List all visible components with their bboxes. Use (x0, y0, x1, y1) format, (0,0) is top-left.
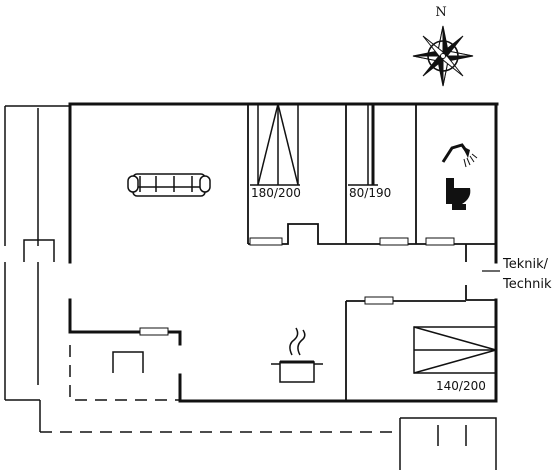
shower-icon (441, 143, 478, 168)
bed-icon (413, 326, 497, 374)
technical-room-label-line2: Technik (502, 277, 552, 292)
bed-icon (250, 103, 300, 186)
terrace-outline (40, 345, 400, 433)
bed-size-label-3: 140/200 (436, 379, 486, 393)
compass-rose-icon: N (412, 5, 474, 87)
bed-size-label-1: 180/200 (251, 186, 301, 200)
chair-icon (112, 351, 144, 373)
exterior-walls (68, 102, 499, 403)
technical-room-callout: Teknik/ Technik (482, 257, 552, 292)
bottom-annex (399, 417, 497, 470)
bed-icon (348, 104, 378, 186)
interior-walls (247, 104, 496, 401)
bed-size-label-2: 80/190 (349, 186, 391, 200)
toilet-icon (446, 178, 471, 210)
technical-room-label-line1: Teknik/ (502, 257, 549, 272)
openings (139, 237, 455, 336)
cooking-pot-icon (271, 327, 323, 383)
left-annex (4, 105, 70, 432)
sofa-icon (127, 173, 211, 197)
chair-icon (23, 239, 55, 262)
compass-north-label: N (435, 5, 446, 20)
